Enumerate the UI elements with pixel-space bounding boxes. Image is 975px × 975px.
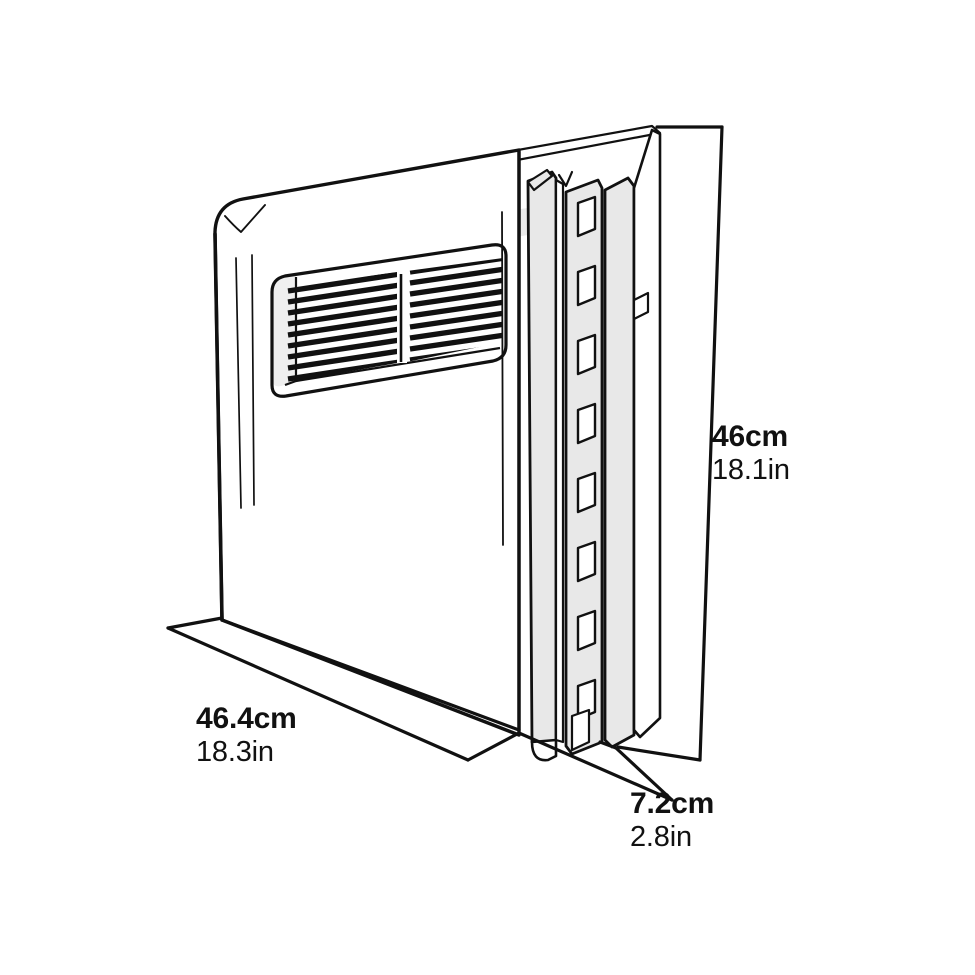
- body-bottom-edge: [220, 618, 521, 732]
- height-dimension-label: 46cm 18.1in: [712, 420, 790, 486]
- width-dim-line-a: [166, 626, 470, 762]
- rail-bracket-step: [632, 291, 650, 321]
- body-fold-line-b: [251, 254, 255, 506]
- body-corner-crease: [224, 204, 266, 233]
- body-right-fold-line: [501, 211, 504, 546]
- width-dimension-label: 46.4cm 18.3in: [196, 702, 297, 768]
- body-left-edge: [213, 232, 224, 622]
- rail-back-plate: [632, 128, 662, 739]
- depth-dim-tick: [598, 740, 618, 750]
- width-dim-tick-left: [166, 616, 224, 630]
- ventilation-grille: [270, 243, 508, 398]
- height-dim-line: [698, 125, 724, 762]
- depth-dim-line-b: [614, 746, 674, 802]
- width-metric-value: 46.4cm: [196, 702, 297, 735]
- width-imperial-value: 18.3in: [196, 735, 274, 768]
- rail-slotted-web: [564, 178, 604, 756]
- rail-foot-tab: [570, 708, 591, 752]
- rail-slots: [576, 195, 597, 721]
- body-front-face: [213, 148, 521, 737]
- depth-metric-value: 7.2cm: [630, 787, 715, 820]
- dimension-lines: [166, 125, 724, 802]
- depth-dimension-label: 7.2cm 2.8in: [630, 787, 714, 853]
- depth-imperial-value: 2.8in: [630, 820, 692, 853]
- height-dim-tick-bottom: [616, 745, 702, 762]
- rail-top-arrow-notch: [557, 170, 574, 188]
- mounting-rail-assembly: [526, 128, 662, 762]
- width-dim-line-b: [466, 731, 521, 762]
- rail-outer-face: [554, 178, 565, 744]
- grille-louvers-left: [287, 272, 397, 382]
- grille-frame: [270, 243, 508, 398]
- rail-outer-flange: [526, 170, 558, 750]
- body-fold-line-a: [235, 257, 242, 509]
- grille-recess-floor: [295, 346, 501, 383]
- height-metric-value: 46cm: [712, 420, 788, 453]
- rail-rear-flange: [603, 176, 636, 749]
- depth-dim-line-a: [517, 731, 674, 802]
- rail-top-hook: [526, 168, 554, 192]
- height-imperial-value: 18.1in: [712, 453, 790, 486]
